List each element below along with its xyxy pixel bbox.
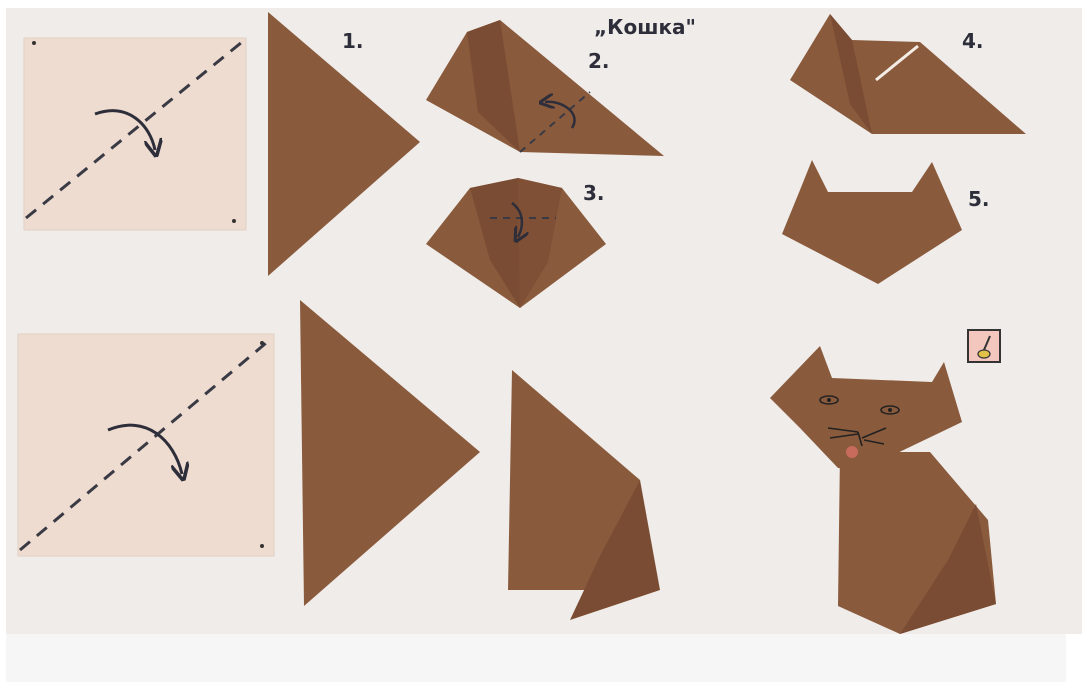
- paper-square-bottom: [18, 334, 274, 556]
- step-number-2: 2.: [588, 49, 610, 73]
- lower-strip: [6, 634, 1066, 682]
- step-number-4: 4.: [962, 29, 984, 53]
- paper-square-top: [24, 38, 246, 230]
- step-number-1: 1.: [342, 29, 364, 53]
- glue-brush-icon: [968, 330, 1000, 362]
- page-title: „Кошка": [594, 15, 696, 39]
- cat-cheek: [846, 446, 858, 458]
- step-number-3: 3.: [583, 181, 605, 205]
- step-number-5: 5.: [968, 187, 990, 211]
